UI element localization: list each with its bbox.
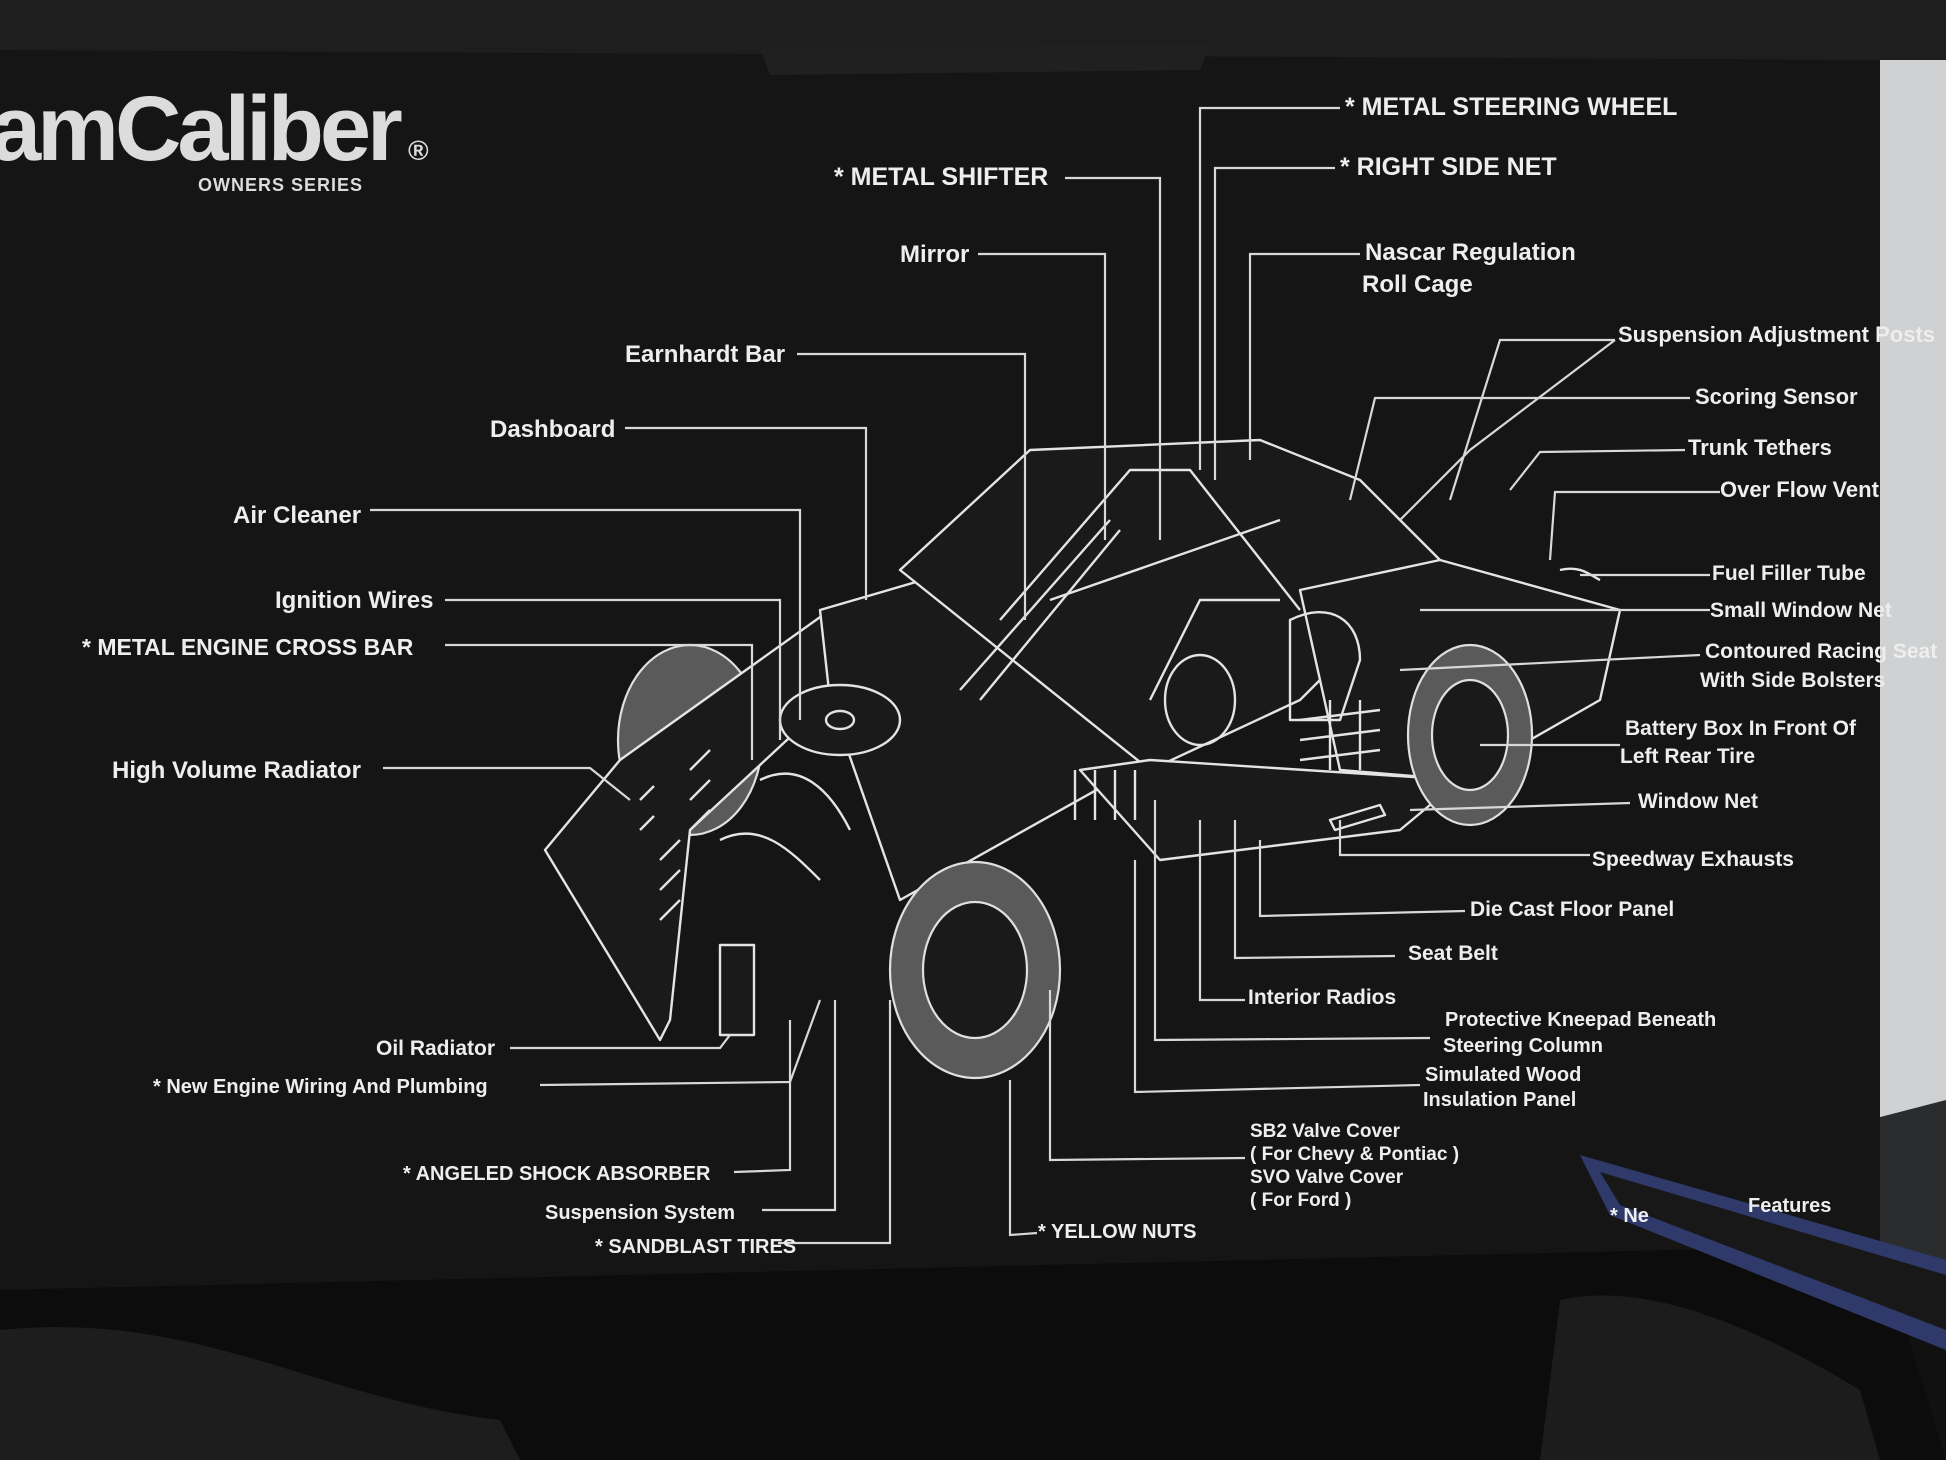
label-interior-radios: Interior Radios: [1248, 986, 1396, 1009]
left-rear-wheel: [1430, 678, 1510, 792]
label-simulated-wood: Simulated Wood: [1425, 1064, 1581, 1086]
insulation-slats: [1073, 770, 1137, 820]
label-metal-steering-wheel: * METAL STEERING WHEEL: [1345, 93, 1677, 121]
speedway-exhaust: [1328, 803, 1387, 832]
label-suspension-adjustment-posts: Suspension Adjustment Posts: [1618, 322, 1935, 347]
label-mirror: Mirror: [900, 241, 969, 268]
label-ignition-wires: Ignition Wires: [275, 587, 433, 614]
label-nascar-regulation: Nascar Regulation: [1365, 239, 1576, 266]
label-left-rear-tire: Left Rear Tire: [1620, 745, 1755, 768]
label-speedway-exhausts: Speedway Exhausts: [1592, 848, 1794, 871]
tray-highlight-right: [1540, 1295, 1880, 1460]
leader-lines: [370, 106, 1720, 1245]
fuel-filler: [1559, 567, 1601, 582]
label-air-cleaner: Air Cleaner: [233, 502, 361, 529]
label-fuel-filler-tube: Fuel Filler Tube: [1712, 562, 1866, 585]
front-left-wheel: [921, 900, 1029, 1040]
label-oil-radiator: Oil Radiator: [376, 1037, 495, 1060]
steering-wheel: [1163, 653, 1237, 747]
label-angeled-shock-absorber: * ANGELED SHOCK ABSORBER: [403, 1163, 711, 1185]
label-high-volume-radiator: High Volume Radiator: [112, 757, 361, 784]
label-battery-box: Battery Box In Front Of: [1625, 717, 1857, 740]
label-new-features-suffix: Features: [1748, 1195, 1831, 1217]
label-dashboard: Dashboard: [490, 416, 615, 443]
box-tape: [760, 45, 1210, 75]
label-yellow-nuts: * YELLOW NUTS: [1038, 1221, 1197, 1243]
oil-radiator: [718, 943, 756, 1037]
radiator-vents: [639, 749, 711, 921]
window-net-grid: [1299, 700, 1381, 770]
label-metal-shifter: * METAL SHIFTER: [834, 163, 1048, 191]
label-roll-cage: Roll Cage: [1362, 271, 1473, 298]
label-svo-valve-cover: SVO Valve Cover: [1250, 1167, 1404, 1188]
engine-belts: [719, 772, 852, 881]
label-over-flow-vent: Over Flow Vent: [1720, 477, 1880, 502]
label-insulation-panel: Insulation Panel: [1423, 1089, 1576, 1111]
label-scoring-sensor: Scoring Sensor: [1695, 384, 1858, 409]
label-new-features-prefix: * Ne: [1610, 1205, 1649, 1227]
label-trunk-tethers: Trunk Tethers: [1688, 435, 1832, 460]
tray-highlight: [0, 1327, 520, 1460]
feature-labels: * METAL STEERING WHEEL * RIGHT SIDE NET …: [82, 93, 1937, 1258]
label-new-engine-wiring: * New Engine Wiring And Plumbing: [153, 1076, 488, 1098]
label-sandblast-tires: * SANDBLAST TIRES: [595, 1236, 796, 1258]
earnhardt-bar: [959, 519, 1121, 701]
label-die-cast-floor-panel: Die Cast Floor Panel: [1470, 898, 1674, 921]
air-cleaner-cap: [824, 709, 856, 731]
label-with-side-bolsters: With Side Bolsters: [1700, 669, 1885, 692]
label-earnhardt-bar: Earnhardt Bar: [625, 341, 785, 368]
label-for-chevy-pontiac: ( For Chevy & Pontiac ): [1250, 1144, 1459, 1165]
label-seat-belt: Seat Belt: [1408, 942, 1498, 965]
label-steering-column: Steering Column: [1443, 1035, 1603, 1057]
label-metal-engine-cross-bar: * METAL ENGINE CROSS BAR: [82, 634, 414, 660]
label-for-ford: ( For Ford ): [1250, 1190, 1351, 1211]
label-window-net: Window Net: [1638, 790, 1758, 813]
front-nose: [543, 608, 832, 1042]
air-cleaner-body: [778, 683, 902, 757]
brand-registered-mark: ®: [408, 135, 429, 166]
room-wall: [1880, 60, 1946, 1200]
label-suspension-system: Suspension System: [545, 1202, 735, 1224]
plastic-tray: [0, 1245, 1946, 1460]
brand-logo: amCaliber: [0, 78, 402, 180]
label-right-side-net: * RIGHT SIDE NET: [1340, 153, 1557, 181]
car-cutaway-illustration: [543, 438, 1622, 1080]
racing-seat: [1288, 610, 1362, 722]
label-sb2-valve-cover: SB2 Valve Cover: [1250, 1121, 1401, 1142]
label-small-window-net: Small Window Net: [1710, 599, 1892, 622]
label-contoured-racing-seat: Contoured Racing Seat: [1705, 640, 1937, 663]
label-protective-kneepad: Protective Kneepad Beneath: [1445, 1009, 1716, 1031]
brand-subtitle: OWNERS SERIES: [198, 175, 363, 195]
booklet-page: [1600, 1172, 1946, 1330]
